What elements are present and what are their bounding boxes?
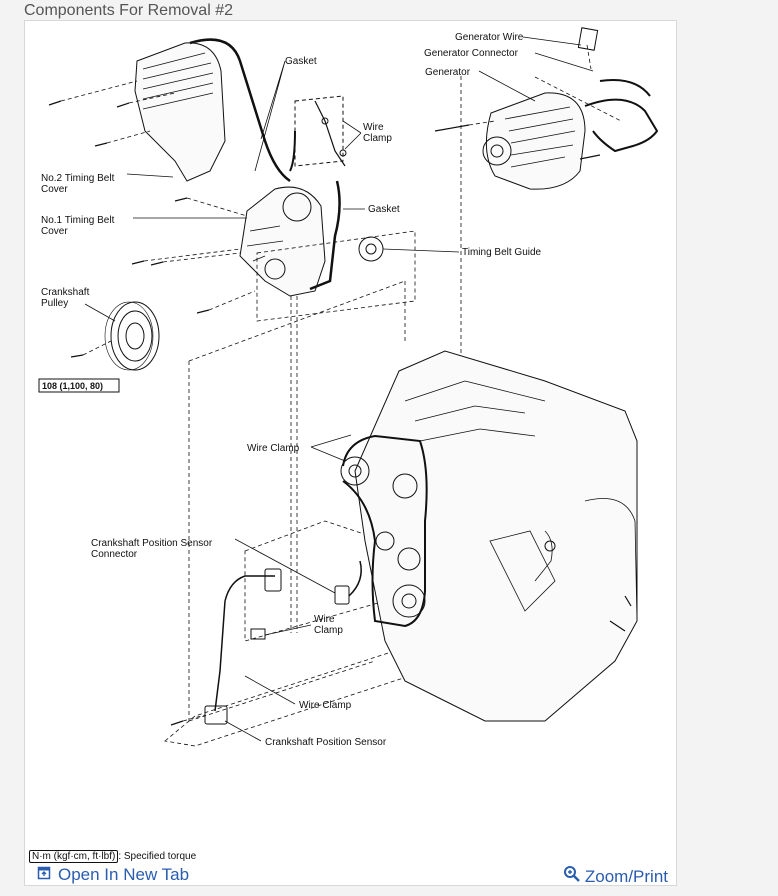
label-wire-clamp-top-line1: Wire: [363, 122, 384, 133]
label-wire-clamp-low-line1: Wire: [314, 614, 335, 625]
label-gasket-mid: Gasket: [368, 204, 400, 215]
torque-note: N·m (kgf·cm, ft·lbf): Specified torque: [29, 850, 197, 863]
label-crankshaft-pulley-line2: Pulley: [41, 298, 68, 309]
zoom-print-link[interactable]: Zoom/Print: [563, 865, 668, 888]
label-ckp-connector-line2: Connector: [91, 549, 138, 560]
label-crankshaft-pulley-line1: Crankshaft: [41, 287, 90, 298]
diagram-footer: N·m (kgf·cm, ft·lbf): Specified torque O…: [25, 849, 676, 888]
zoom-print-label: Zoom/Print: [584, 866, 668, 886]
crankshaft-pulley-drawing: [104, 301, 160, 371]
label-no2-timing-belt-cover-line2: Cover: [41, 184, 68, 195]
label-ckp-sensor: Crankshaft Position Sensor: [265, 737, 387, 748]
label-no1-timing-belt-cover-line1: No.1 Timing Belt: [41, 215, 115, 226]
label-generator-wire: Generator Wire: [455, 32, 524, 43]
label-timing-belt-guide: Timing Belt Guide: [462, 247, 542, 258]
label-ckp-connector-line1: Crankshaft Position Sensor: [91, 538, 213, 549]
label-generator-connector: Generator Connector: [424, 48, 519, 59]
label-no2-timing-belt-cover-line1: No.2 Timing Belt: [41, 173, 115, 184]
open-in-new-tab-label: Open In New Tab: [58, 865, 190, 884]
label-gasket-top: Gasket: [285, 56, 317, 67]
label-generator: Generator: [425, 67, 471, 78]
timing-belt-guide-drawing: [358, 236, 384, 262]
engine-block-drawing: [340, 350, 638, 722]
torque-unit-legend: N·m (kgf·cm, ft·lbf): [29, 850, 119, 863]
generator-drawing: [434, 27, 659, 190]
label-wire-clamp-mid: Wire Clamp: [247, 443, 300, 454]
page-title: Components For Removal #2: [24, 2, 233, 19]
open-new-tab-icon: [37, 865, 52, 885]
torque-note-text: : Specified torque: [118, 851, 197, 862]
no2-timing-belt-cover-drawing: [134, 38, 291, 183]
torque-spec-value: 108 (1,100, 80): [42, 381, 103, 391]
engine-components-diagram: Gasket Wire Clamp No.2 Timing Belt Cover…: [38, 27, 659, 748]
torque-spec-box: 108 (1,100, 80): [38, 378, 120, 393]
label-no1-timing-belt-cover-line2: Cover: [41, 226, 68, 237]
no1-timing-belt-cover-drawing: [239, 180, 341, 297]
label-wire-clamp-bottom: Wire Clamp: [299, 700, 352, 711]
diagram-frame: Gasket Wire Clamp No.2 Timing Belt Cover…: [24, 20, 677, 886]
label-wire-clamp-top-line2: Clamp: [363, 133, 392, 144]
crankshaft-position-sensor-drawing: [170, 560, 362, 726]
magnifier-icon: [563, 865, 581, 888]
label-wire-clamp-low-line2: Clamp: [314, 625, 343, 636]
open-in-new-tab-link[interactable]: Open In New Tab: [37, 865, 189, 885]
